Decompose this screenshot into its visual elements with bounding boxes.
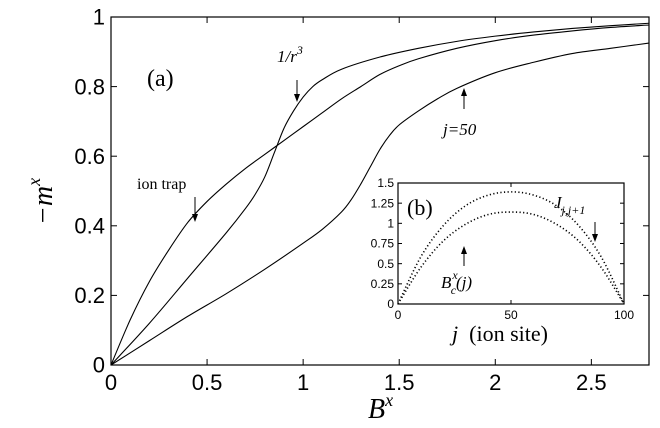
inset-y-tick-label: 0.75 (371, 237, 395, 251)
main-series-j-50 (110, 42, 650, 366)
main-x-tick-label: 1.5 (384, 370, 415, 395)
annotation-J: Jj,j+1 (554, 193, 585, 217)
arrow-j50 (461, 88, 467, 109)
inset-series-j-j-j-1 (397, 191, 625, 305)
main-y-tick-label: 0.2 (74, 283, 105, 308)
main-y-tick-label: 0 (93, 353, 105, 378)
main-y-tick-label: 1 (93, 5, 105, 30)
main-x-tick-label: 2 (489, 370, 501, 395)
main-y-tick-label: 0.4 (74, 214, 105, 239)
annotation-r3: 1/r3 (277, 43, 303, 66)
main-x-tick-label: 0 (105, 370, 117, 395)
arrow-J (592, 222, 598, 242)
inset-x-axis-label: j (ion site) (449, 321, 548, 346)
main-x-tick-label: 1 (297, 370, 309, 395)
arrow-ion-trap (192, 197, 198, 222)
inset-series-group (397, 191, 625, 305)
inset-y-ticks: 0 0.5 1 1.5 0.25 0.75 1.25 (371, 176, 624, 311)
arrow-Bc (461, 246, 467, 266)
inset-y-tick-label: 1 (387, 217, 394, 231)
annotation-ion-trap: ion trap (137, 176, 186, 193)
main-x-tick-label: 2.5 (576, 370, 607, 395)
inset-y-tick-label: 0.25 (371, 277, 395, 291)
inset-y-tick-label: 1.5 (377, 176, 394, 190)
arrow-r3 (294, 80, 300, 102)
inset-x-ticks: 0 50 100 (395, 183, 634, 322)
main-y-ticks: 0 0.2 0.4 0.6 0.8 1 (74, 5, 649, 378)
main-series-group (110, 22, 650, 366)
panel-label-b: (b) (407, 195, 433, 220)
main-plot: 0 0.5 1 1.5 2 2.5 0 0.2 0.4 0.6 0.8 1 (a) Bx −mx i… (24, 5, 650, 425)
main-x-ticks: 0 0.5 1 1.5 2 2.5 (105, 17, 607, 395)
main-y-axis-label: −mx (24, 178, 59, 225)
main-y-tick-label: 0.6 (74, 144, 105, 169)
inset-y-tick-label: 0.5 (377, 257, 394, 271)
inset-plot: 0 50 100 0 0.5 1 1.5 0.25 0.75 1.25 (b) Jj,j+1 B… (371, 176, 635, 346)
main-x-tick-label: 0.5 (192, 370, 223, 395)
inset-y-tick-label: 1.25 (371, 196, 395, 210)
inset-x-tick-label: 100 (614, 308, 634, 322)
main-plot-frame (110, 16, 650, 366)
main-x-axis-label: Bx (368, 390, 393, 425)
main-series-1-r (110, 22, 650, 366)
inset-x-tick-label: 50 (504, 308, 518, 322)
main-y-tick-label: 0.8 (74, 74, 105, 99)
inset-y-tick-label: 0 (387, 297, 394, 311)
inset-x-tick-label: 0 (395, 308, 402, 322)
inset-plot-frame (397, 182, 625, 305)
main-series-ion-trap (110, 24, 650, 366)
panel-label-a: (a) (147, 66, 174, 92)
annotation-j50: j=50 (441, 120, 477, 139)
